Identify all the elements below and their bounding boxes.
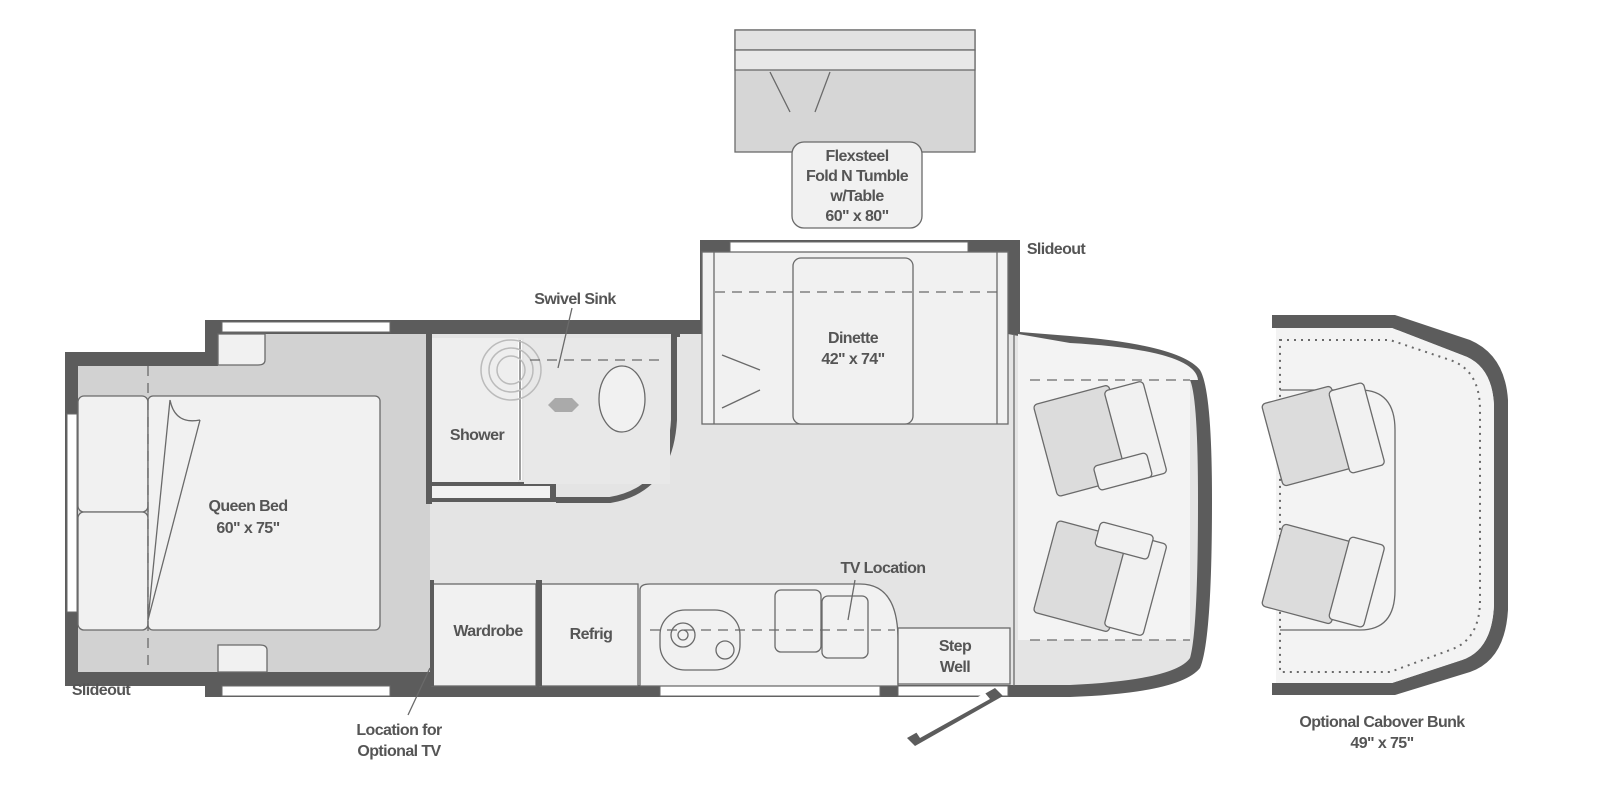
- queen-bed-label: Queen Bed: [208, 498, 287, 515]
- sofa-label-3: w/Table: [829, 188, 884, 205]
- refrig-label: Refrig: [570, 626, 613, 643]
- swivel-sink-label: Swivel Sink: [534, 291, 616, 308]
- tv-location-label: TV Location: [841, 560, 926, 577]
- dinette-label: Dinette: [828, 330, 879, 347]
- labels: Flexsteel Fold N Tumble w/Table 60" x 80…: [72, 148, 1466, 760]
- cabover-bunk: [1261, 315, 1508, 695]
- sofa-label-1: Flexsteel: [825, 148, 888, 165]
- flexsteel-sofa: [734, 29, 976, 229]
- step-well: [897, 627, 1011, 685]
- shower-label: Shower: [450, 427, 505, 444]
- queen-bed-size: 60" x 75": [216, 520, 279, 537]
- cabover-label-2: 49" x 75": [1350, 735, 1413, 752]
- refrigerator: [539, 583, 639, 687]
- entry-door: [907, 688, 1003, 746]
- slideout-bottom-label: Slideout: [72, 682, 132, 699]
- sofa-label-2: Fold N Tumble: [806, 168, 909, 185]
- wardrobe-label: Wardrobe: [453, 623, 523, 640]
- optional-tv-label-1: Location for: [356, 722, 442, 739]
- dinette: [701, 251, 1009, 425]
- step-well-label-2: Well: [940, 659, 970, 676]
- step-well-label-1: Step: [939, 638, 972, 655]
- optional-tv-label-2: Optional TV: [357, 743, 441, 760]
- sofa-label-4: 60" x 80": [825, 208, 888, 225]
- bathroom: [426, 307, 680, 504]
- slideout-top-label: Slideout: [1027, 241, 1087, 258]
- galley: [407, 579, 1011, 746]
- cab-seats: [1013, 334, 1198, 686]
- cabover-label-1: Optional Cabover Bunk: [1299, 714, 1465, 731]
- dinette-size: 42" x 74": [821, 351, 884, 368]
- wardrobe: [431, 583, 537, 687]
